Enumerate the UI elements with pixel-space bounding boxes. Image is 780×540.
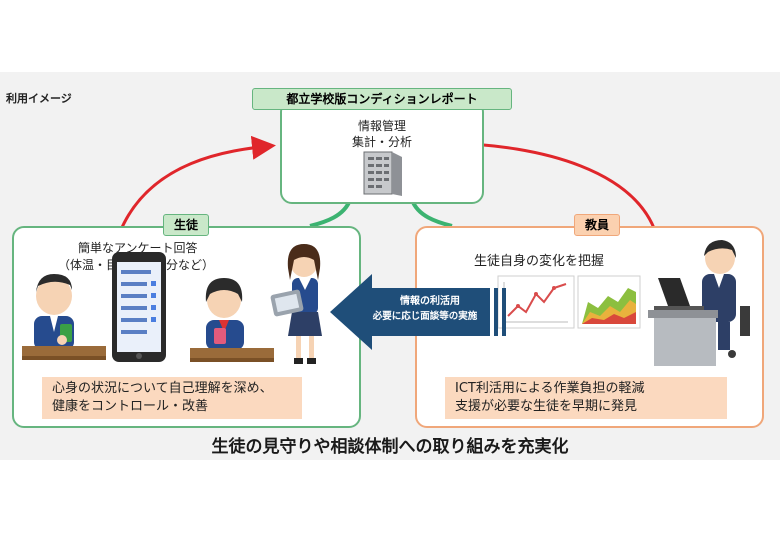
teacher-caption: 生徒自身の変化を把握	[474, 254, 605, 269]
center-line2: 集計・分析	[351, 135, 412, 149]
student-illustration	[22, 244, 322, 364]
page-label: 利用イメージ	[6, 92, 72, 105]
server-icon	[363, 151, 402, 196]
student-note: 心身の状況について自己理解を深め、 健康をコントロール・改善	[42, 377, 302, 419]
student-note-line2: 健康をコントロール・改善	[52, 399, 209, 414]
smartphone-icon	[112, 252, 166, 362]
student-note-line1: 心身の状況について自己理解を深め、	[52, 381, 273, 396]
desk	[648, 310, 718, 318]
teacher-note-line1: ICT利活用による作業負担の軽減	[455, 381, 645, 396]
teacher-tag: 教員	[574, 214, 620, 236]
teacher-note-line2: 支援が必要な生徒を早期に発見	[455, 399, 638, 414]
utilization-arrow	[330, 274, 506, 350]
student-to-center-arrow	[118, 135, 276, 233]
student-tag: 生徒	[163, 214, 209, 236]
footer-summary: 生徒の見守りや相談体制への取り組みを充実化	[211, 437, 569, 457]
student-left	[22, 274, 106, 360]
teacher-note: ICT利活用による作業負担の軽減 支援が必要な生徒を早期に発見	[445, 377, 727, 419]
center-line1: 情報管理	[357, 119, 406, 133]
teacher-illustration	[497, 240, 750, 366]
area-chart-icon	[577, 275, 641, 329]
student-middle	[190, 278, 274, 362]
student-standing	[270, 244, 322, 364]
survey-line1: 簡単なアンケート回答	[78, 241, 198, 255]
tablet-icon	[270, 289, 304, 317]
laptop-icon	[654, 278, 704, 310]
arrow-line2: 必要に応じ面談等の実施	[372, 311, 478, 322]
center-title: 都立学校版コンディションレポート	[252, 88, 512, 110]
arrow-line1: 情報の利活用	[400, 296, 460, 307]
